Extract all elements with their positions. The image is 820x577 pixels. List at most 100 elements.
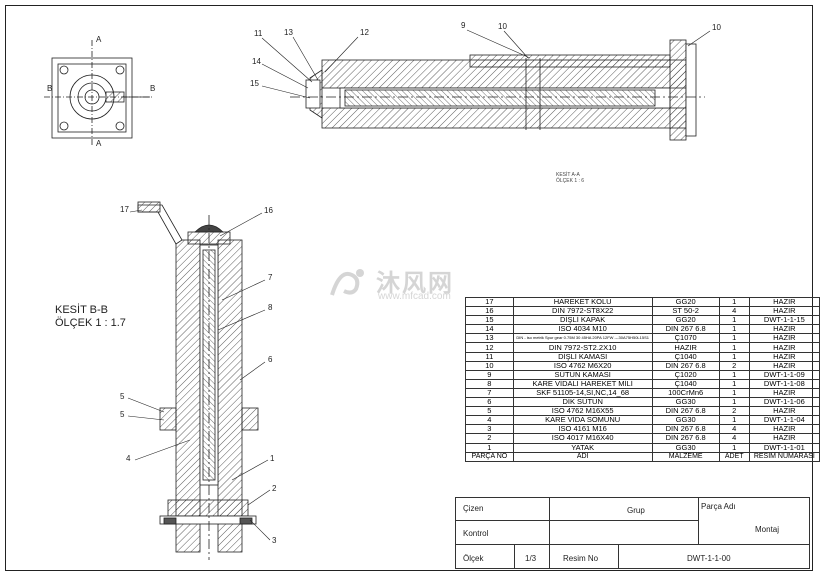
bom-cell: 8 <box>465 378 514 389</box>
bom-header-cell: RESİM NUMARASI <box>748 451 820 462</box>
small-section-scale: ÖLÇEK 1 : 6 <box>556 178 585 184</box>
tb-drawing-number: DWT-1-1-00 <box>687 554 731 563</box>
callout-7: 7 <box>268 273 273 282</box>
callout-14: 14 <box>252 57 261 66</box>
bom-cell: HAZIR <box>748 296 820 308</box>
bom-cell: HAZIR <box>748 424 820 435</box>
bom-cell: 1 <box>718 369 750 380</box>
bom-cell: 1 <box>718 342 750 353</box>
bom-cell: DİK SÜTUN <box>512 397 653 408</box>
bom-cell: 10 <box>465 360 514 371</box>
bom-cell: GG30 <box>651 442 720 453</box>
section-title-block: KESİT B-B ÖLÇEK 1 : 1.7 <box>55 304 126 330</box>
tb-montaj: Montaj <box>755 525 780 534</box>
callout-5b: 5 <box>120 410 125 419</box>
tb-kontrol-label: Kontrol <box>463 529 489 538</box>
bom-cell: 100CrMn6 <box>651 387 720 399</box>
bom-cell: 4 <box>718 433 750 444</box>
bom-cell: 7 <box>465 387 514 399</box>
bom-cell: Ç1070 <box>651 333 720 344</box>
callout-12: 12 <box>360 28 369 37</box>
watermark: 沐风网 www.mfcad.com <box>330 263 500 305</box>
tb-cizen-label: Çizen <box>463 504 484 513</box>
bom-cell: 9 <box>465 369 514 380</box>
bom-cell: HAZIR <box>748 306 820 317</box>
bom-cell: DIN 267 6.8 <box>651 406 720 417</box>
section-scale: ÖLÇEK 1 : 1.7 <box>55 317 126 329</box>
callout-9: 9 <box>461 21 466 30</box>
bom-header-cell: PARÇA NO <box>465 451 514 462</box>
watermark-url: www.mfcad.com <box>378 291 451 302</box>
bom-cell: SÜTUN KAMASI <box>512 369 653 380</box>
section-title: KESİT B-B <box>55 304 108 316</box>
callout-17: 17 <box>120 205 129 214</box>
bom-cell: 11 <box>465 351 514 362</box>
bom-cell: DIN 267 6.8 <box>651 433 720 444</box>
bom-cell: DIN 267 6.8 <box>651 360 720 371</box>
section-marker-b-left: B <box>47 84 53 93</box>
callout-5a: 5 <box>120 392 125 401</box>
callout-2: 2 <box>272 484 277 493</box>
bom-cell: DIN 267 6.8 <box>651 424 720 435</box>
bom-cell: DWT-1-1-04 <box>748 415 820 426</box>
section-marker-a-bottom: A <box>96 139 102 148</box>
tb-olcek-label: Ölçek <box>463 554 484 563</box>
callout-11: 11 <box>254 29 263 38</box>
bom-cell: 1 <box>718 415 750 426</box>
small-section-title: KESİT A-A <box>556 172 580 178</box>
callout-10a: 10 <box>498 22 507 31</box>
bom-cell: 1 <box>718 351 750 362</box>
small-section-label: KESİT A-A ÖLÇEK 1 : 6 <box>556 172 584 184</box>
leader-lines <box>127 29 711 541</box>
bom-cell: 6 <box>465 397 514 408</box>
watermark-text: 沐风网 <box>376 270 454 297</box>
bom-cell: Ç1040 <box>651 378 720 389</box>
bom-cell: GG30 <box>651 415 720 426</box>
bom-cell: SKF 51105-14,SI,NC,14_68 <box>512 387 653 399</box>
bom-cell: Ç1040 <box>651 351 720 362</box>
bom-cell: 17 <box>465 296 514 308</box>
bom-cell: DIN 267 6.8 <box>651 324 720 335</box>
bom-cell: ISO 4762 M16X55 <box>512 406 653 417</box>
bom-cell: GG20 <box>651 296 720 308</box>
bom-cell: 4 <box>718 424 750 435</box>
bom-cell: YATAK <box>512 442 653 453</box>
bom-header-cell: ADET <box>718 451 750 462</box>
bom-cell: 2 <box>718 360 750 371</box>
bom-cell: DWT-1-1-15 <box>748 315 820 326</box>
bom-cell: DIN 7972-ST8X22 <box>512 306 653 317</box>
bom-cell: 2 <box>718 406 750 417</box>
bom-cell: 1 <box>718 387 750 399</box>
bom-cell: 3 <box>465 424 514 435</box>
callout-3: 3 <box>272 536 277 545</box>
bom-cell: GG30 <box>651 397 720 408</box>
bom-cell: ST 50-2 <box>651 306 720 317</box>
bom-cell: 13 <box>465 333 514 344</box>
bom-cell: ISO 4161 M16 <box>512 424 653 435</box>
bom-cell: 15 <box>465 315 514 326</box>
callout-8: 8 <box>268 303 273 312</box>
callout-4: 4 <box>126 454 131 463</box>
top-view <box>44 40 152 146</box>
tb-parca-adi-label: Parça Adı <box>701 502 736 511</box>
tb-resim-no-label: Resim No <box>563 554 599 563</box>
bom-cell: HAREKET KOLU <box>512 296 653 308</box>
tb-grup-label: Grup <box>627 506 645 515</box>
bom-cell: 1 <box>718 333 750 344</box>
bom-cell: HAZIR <box>748 387 820 399</box>
